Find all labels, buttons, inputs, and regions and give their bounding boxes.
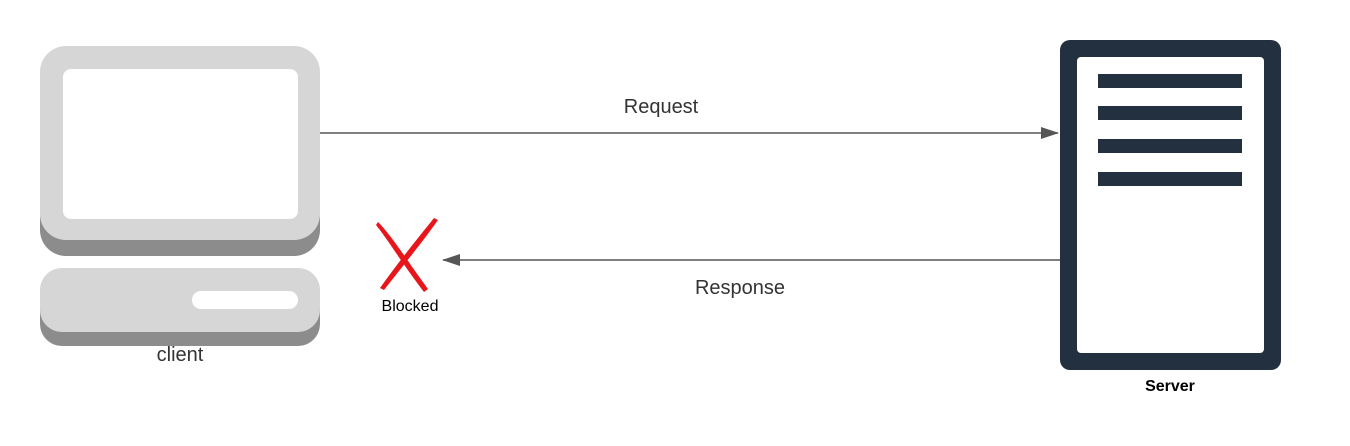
computer-icon: [40, 46, 320, 346]
client-label: client: [156, 344, 204, 366]
server-bar-1: [1098, 74, 1242, 88]
drive-slot: [192, 291, 298, 309]
server-bar-2: [1098, 106, 1242, 120]
monitor-screen: [63, 69, 298, 219]
server-bar-3: [1098, 139, 1242, 153]
server-face: [1077, 57, 1264, 353]
request-label: Request: [623, 96, 699, 118]
base-body: [40, 268, 320, 332]
server-label: Server: [1145, 378, 1195, 395]
server-bar-4: [1098, 172, 1242, 186]
server-icon: [1060, 40, 1281, 370]
response-label: Response: [694, 277, 786, 299]
blocked-x-icon: [376, 218, 438, 292]
blocked-label: Blocked: [381, 298, 439, 315]
